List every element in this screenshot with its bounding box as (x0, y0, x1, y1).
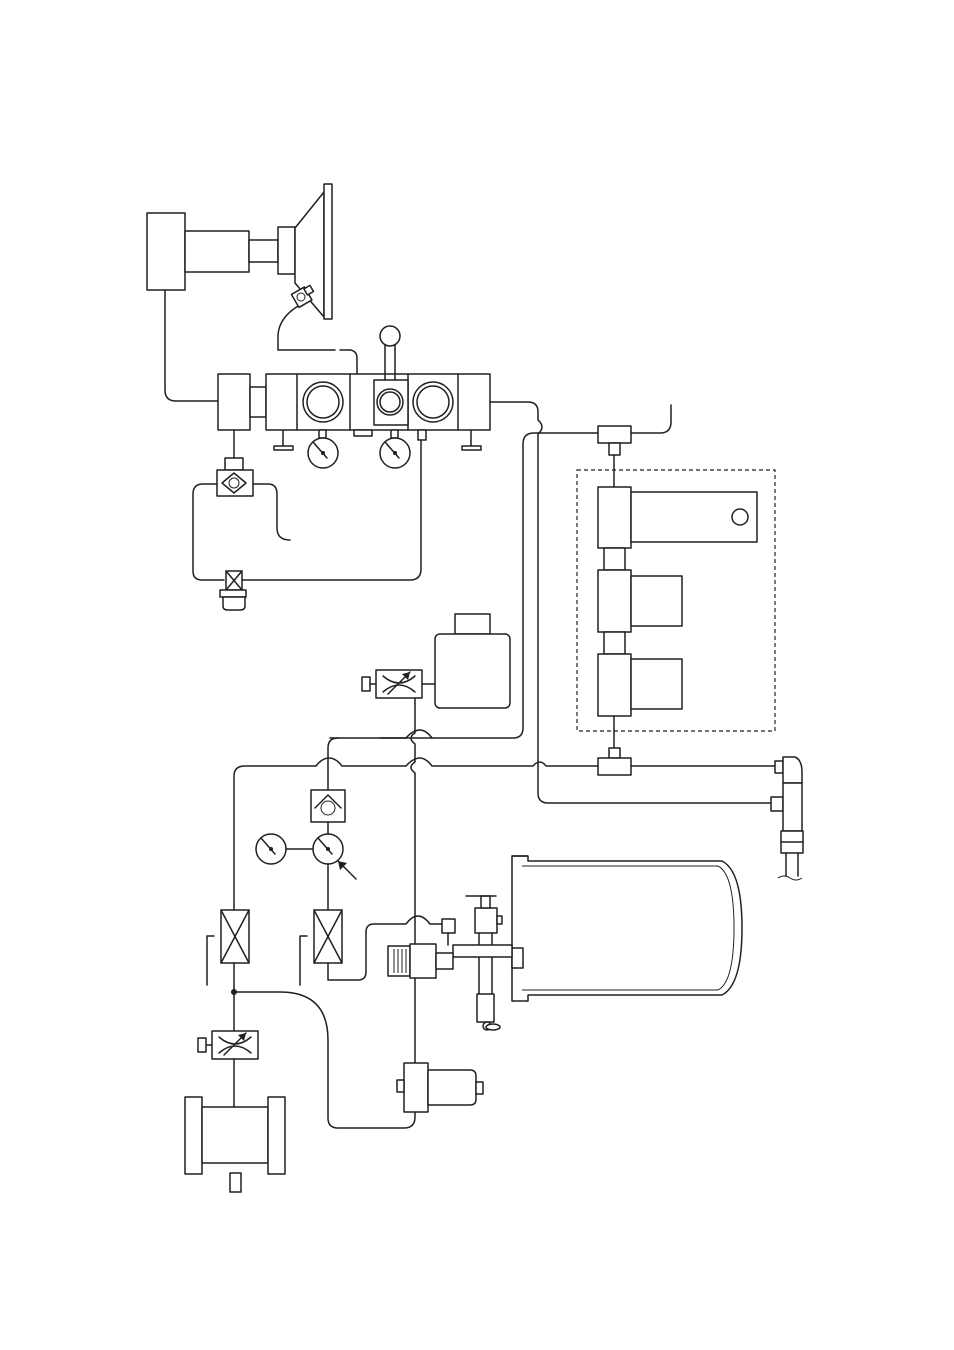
flow-control-valve (198, 1031, 258, 1059)
main-supply-line (411, 698, 415, 1063)
pressure-gauge (256, 834, 286, 864)
solenoid-valve (397, 1063, 483, 1112)
pressure-vessel-manifold (453, 896, 512, 1030)
motor-unit (147, 213, 295, 290)
tee-fitting (598, 748, 631, 775)
valve-manifold (218, 374, 490, 430)
manifold-feed-line (340, 350, 357, 374)
reservoir-tank (435, 614, 510, 708)
gauge-branch-line (328, 738, 338, 790)
shutoff-valve (314, 910, 342, 963)
flow-control-valve (362, 670, 422, 698)
motor-line (165, 290, 218, 401)
check-valve (311, 790, 345, 822)
shutoff-valve (221, 910, 249, 963)
manifold-feet (274, 430, 481, 450)
valve-handle (207, 936, 214, 985)
tee-fitting (598, 426, 631, 455)
jump-line (380, 730, 432, 738)
filter-cup (220, 590, 246, 610)
elbow-fitting (771, 757, 803, 880)
check-valve (217, 458, 253, 496)
filter-return-line (193, 484, 224, 580)
pressure-vessel (512, 856, 742, 1001)
pressure-gauge (380, 430, 410, 468)
cylinder-stack (598, 487, 757, 716)
pressure-gauge (308, 430, 338, 468)
cartridge-heater (388, 919, 455, 978)
shutoff-valve (226, 571, 242, 590)
pressure-gauge (313, 834, 343, 864)
filter-exhaust-line (253, 484, 290, 540)
tee-branch-line (631, 405, 671, 433)
valve-handle (300, 936, 307, 985)
nozzle-fitting (291, 285, 313, 307)
pump-cylinder (185, 1097, 285, 1192)
regulator-arrow (338, 861, 356, 879)
